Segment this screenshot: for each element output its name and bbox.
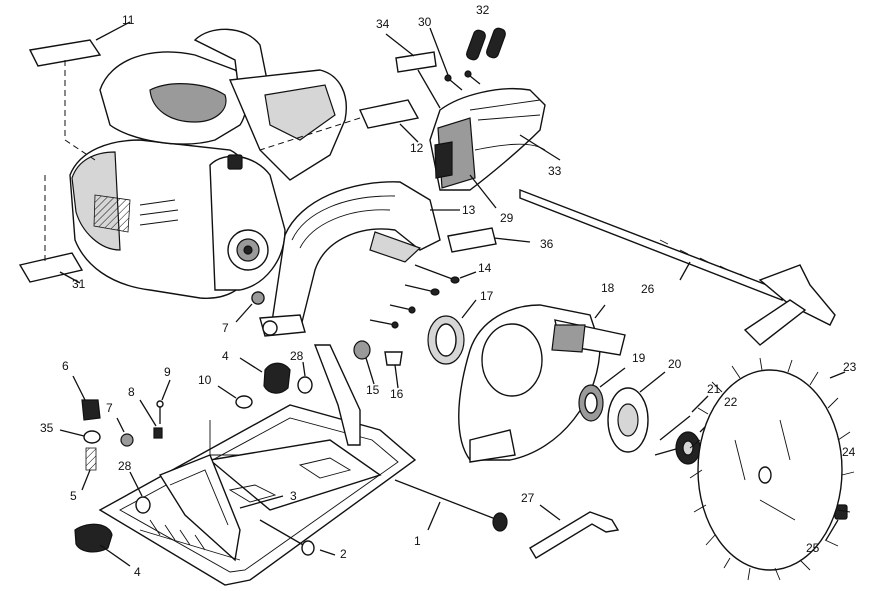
rip-guide <box>519 188 836 346</box>
callout-34: 34 <box>376 17 390 31</box>
callout-22: 22 <box>724 395 738 409</box>
callout-14: 14 <box>478 261 492 275</box>
guard-spring <box>427 299 477 365</box>
base-shoe <box>98 344 417 586</box>
bevel-knob-4-bottom <box>74 523 131 567</box>
callout-2: 2 <box>340 547 347 561</box>
callout-4a: 4 <box>222 349 229 363</box>
callout-9: 9 <box>164 365 171 379</box>
callout-33: 33 <box>548 164 562 178</box>
screw-5 <box>81 447 97 491</box>
screw-10 <box>209 385 253 456</box>
saw-blade <box>689 357 855 581</box>
washer-15 <box>353 340 375 385</box>
leader-dashed-11 <box>64 60 96 161</box>
brush-set-32 <box>466 27 506 61</box>
knob-7-top <box>251 291 265 305</box>
knob-7-base <box>120 433 134 447</box>
washer-28-top <box>297 376 313 394</box>
callout-16: 16 <box>390 387 404 401</box>
callout-3: 3 <box>290 489 297 503</box>
callout-15: 15 <box>366 383 380 397</box>
callout-27: 27 <box>521 491 535 505</box>
bevel-knob-4-top <box>239 357 291 394</box>
callout-17: 17 <box>480 289 494 303</box>
callout-8: 8 <box>128 385 135 399</box>
callout-36: 36 <box>540 237 554 251</box>
callout-28a: 28 <box>290 349 304 363</box>
rod-2 <box>259 519 336 556</box>
callout-20: 20 <box>668 357 682 371</box>
callout-10: 10 <box>198 373 212 387</box>
brush-housing-cover <box>429 88 561 209</box>
rod-1 <box>394 479 508 532</box>
callout-7b: 7 <box>106 401 113 415</box>
inner-flange-20 <box>607 371 666 453</box>
screw-9 <box>156 379 171 424</box>
label-tag-31 <box>18 252 84 284</box>
callout-labels: 1 2 3 4 4 5 6 7 7 8 9 10 11 12 13 14 15 … <box>40 3 857 579</box>
callout-30: 30 <box>418 15 432 29</box>
callout-5: 5 <box>70 489 77 503</box>
callout-32: 32 <box>476 3 490 17</box>
callout-35: 35 <box>40 421 54 435</box>
callout-26: 26 <box>641 282 655 296</box>
callout-23: 23 <box>843 360 857 374</box>
screws-30 <box>429 27 481 91</box>
hex-key-27 <box>529 504 620 559</box>
depth-knob-6 <box>72 375 101 421</box>
callout-31: 31 <box>72 277 86 291</box>
label-tag-12 <box>259 99 420 151</box>
label-tag-11 <box>28 21 131 67</box>
callout-11: 11 <box>122 13 135 27</box>
callout-28b: 28 <box>118 459 132 473</box>
screw-set-14 <box>369 264 477 329</box>
callout-13: 13 <box>462 203 476 217</box>
callout-24: 24 <box>842 445 856 459</box>
callout-19: 19 <box>632 351 646 365</box>
washer-35 <box>83 430 101 444</box>
callout-29: 29 <box>500 211 514 225</box>
label-tag-34 <box>385 33 441 109</box>
lower-blade-guard <box>458 304 626 463</box>
washer-28-base <box>135 496 151 514</box>
callout-21: 21 <box>707 382 721 396</box>
callout-18: 18 <box>601 281 615 295</box>
callout-6: 6 <box>62 359 69 373</box>
callout-4b: 4 <box>134 565 141 579</box>
callout-12: 12 <box>410 141 424 155</box>
callout-7a: 7 <box>222 321 229 335</box>
bearing-19 <box>578 367 626 422</box>
upper-blade-guard <box>259 181 441 337</box>
callout-25: 25 <box>806 541 820 555</box>
screw-8 <box>139 399 163 439</box>
motor-housing-assembly <box>69 28 347 305</box>
screw-16 <box>384 351 403 389</box>
callout-1: 1 <box>414 534 421 548</box>
label-tag-36 <box>447 227 531 253</box>
